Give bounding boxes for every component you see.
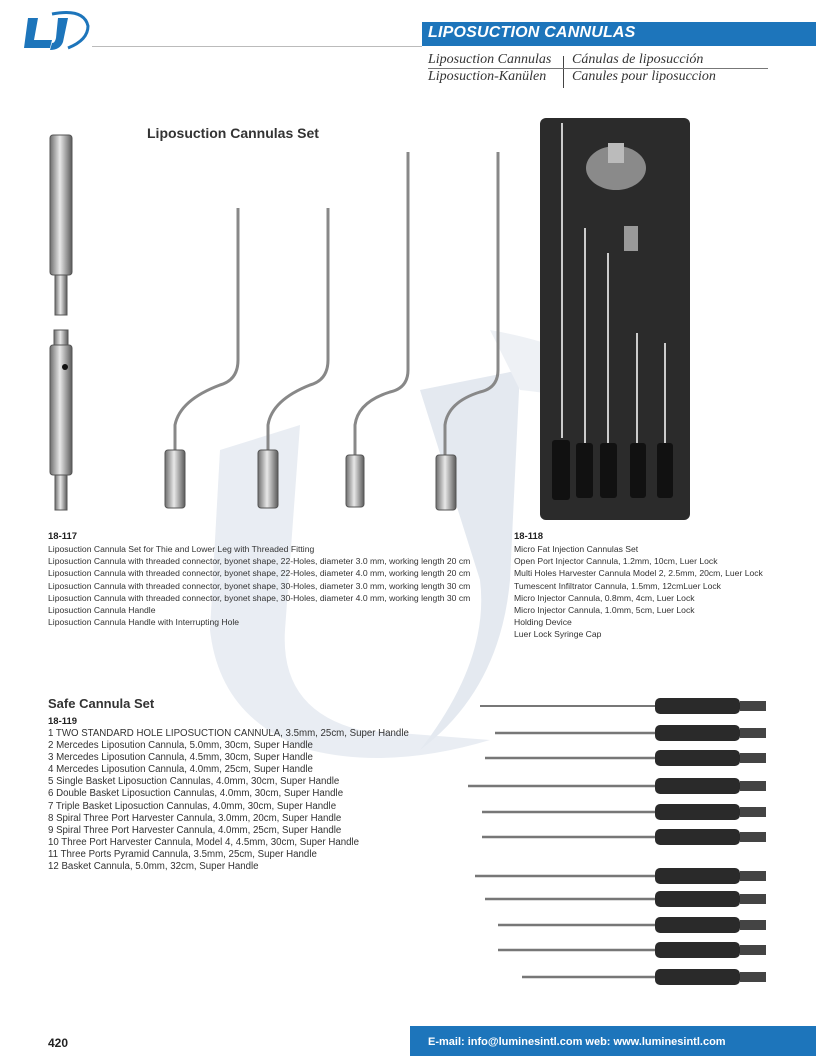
set1-code: 18-117: [48, 531, 78, 542]
set1-title: Liposuction Cannulas Set: [147, 125, 319, 141]
set2-description: Micro Fat Injection Cannulas Set Open Po…: [514, 543, 763, 641]
safe-cannula-3: [485, 750, 766, 766]
safe-cannula-4: [468, 778, 766, 794]
liposuction-cannula-set-image: [49, 134, 500, 511]
set2-line: Micro Fat Injection Cannulas Set: [514, 544, 639, 554]
set3-line: 8 Spiral Three Port Harvester Cannula, 3…: [48, 812, 342, 824]
set2-line: Tumescent Infiltrator Cannula, 1.5mm, 12…: [514, 580, 721, 591]
set3-line: 11 Three Ports Pyramid Cannula, 3.5mm, 2…: [48, 848, 317, 860]
safe-cannula-8: [485, 891, 766, 907]
header-title-bar: [422, 22, 816, 46]
cannula-22-holes-4mm: [257, 208, 330, 509]
set3-line: 2 Mercedes Liposution Cannula, 5.0mm, 30…: [48, 740, 313, 752]
subtitle-german: Liposuction-Kanülen: [428, 69, 547, 84]
subtitle-rule: [428, 68, 768, 69]
micro-fat-injection-set-image: [540, 118, 690, 520]
page-number: 420: [48, 1036, 69, 1050]
set1-line: Liposuction Cannula with threaded connec…: [48, 556, 471, 567]
set3-line: 3 Mercedes Liposution Cannula, 4.5mm, 30…: [48, 752, 313, 764]
set2-line: Micro Injector Cannula, 1.0mm, 5cm, Luer…: [514, 605, 695, 616]
set3-line: 5 Single Basket Liposuction Cannulas, 4.…: [48, 776, 340, 788]
subtitle-french: Canules pour liposuccion: [572, 69, 716, 84]
set3-line: 9 Spiral Three Port Harvester Cannula, 4…: [48, 824, 342, 836]
company-logo: [24, 11, 90, 50]
set3-line: 1 TWO STANDARD HOLE LIPOSUCTION CANNULA,…: [48, 728, 409, 739]
set3-line: 6 Double Basket Liposuction Cannulas, 4.…: [48, 788, 344, 800]
safe-cannula-6: [482, 829, 766, 845]
safe-cannula-2: [495, 725, 766, 741]
set2-line: Multi Holes Harvester Cannula Model 2, 2…: [514, 568, 763, 579]
set3-line: 12 Basket Cannula, 5.0mm, 32cm, Super Ha…: [48, 861, 259, 873]
set1-line: Liposuction Cannula with threaded connec…: [48, 592, 471, 603]
header-rule: [92, 46, 422, 47]
set1-line: Liposuction Cannula with threaded connec…: [48, 580, 471, 591]
subtitle-spanish: Cánulas de liposucción: [572, 52, 704, 67]
cannula-handle-with-hole: [49, 329, 73, 511]
safe-cannula-5: [482, 804, 766, 820]
safe-cannula-set-image: [468, 698, 766, 985]
cannula-30-holes-3mm: [345, 152, 410, 508]
set1-description: Liposuction Cannula Set for Thie and Low…: [48, 543, 470, 628]
set1-line: Liposuction Cannula Handle: [48, 605, 156, 616]
footer-contact: E-mail: info@luminesintl.com web: www.lu…: [428, 1036, 726, 1048]
subtitle-divider: [563, 56, 564, 88]
set1-line: Liposuction Cannula Set for Thie and Low…: [48, 544, 315, 554]
set3-line: 7 Triple Basket Liposuction Cannulas, 4.…: [48, 800, 337, 812]
set1-line: Liposuction Cannula Handle with Interrup…: [48, 617, 240, 628]
cannula-30-holes-4mm: [435, 152, 500, 511]
safe-cannula-1: [480, 698, 766, 714]
set2-line: Luer Lock Syringe Cap: [514, 629, 602, 640]
set3-line: 10 Three Port Harvester Cannula, Model 4…: [48, 836, 360, 848]
set3-description: 1 TWO STANDARD HOLE LIPOSUCTION CANNULA,…: [48, 728, 409, 873]
set3-title: Safe Cannula Set: [48, 696, 155, 711]
safe-cannula-11: [522, 969, 766, 985]
safe-cannula-9: [498, 917, 766, 933]
set3-code: 18-119: [48, 716, 78, 727]
safe-cannula-10: [498, 942, 766, 958]
set1-line: Liposuction Cannula with threaded connec…: [48, 568, 471, 579]
subtitle-english: Liposuction Cannulas: [428, 52, 552, 67]
footer-bar: [410, 1026, 816, 1056]
cannula-22-holes-3mm: [164, 208, 240, 509]
set2-line: Holding Device: [514, 617, 572, 628]
safe-cannula-7: [475, 868, 766, 884]
set2-code: 18-118: [514, 531, 544, 542]
page-title: LIPOSUCTION CANNULAS: [428, 24, 636, 41]
set2-line: Open Port Injector Cannula, 1.2mm, 10cm,…: [514, 556, 718, 567]
set3-line: 4 Mercedes Liposution Cannula, 4.0mm, 25…: [48, 764, 313, 776]
cannula-handle: [49, 134, 73, 316]
set2-line: Micro Injector Cannula, 0.8mm, 4cm, Luer…: [514, 592, 695, 603]
